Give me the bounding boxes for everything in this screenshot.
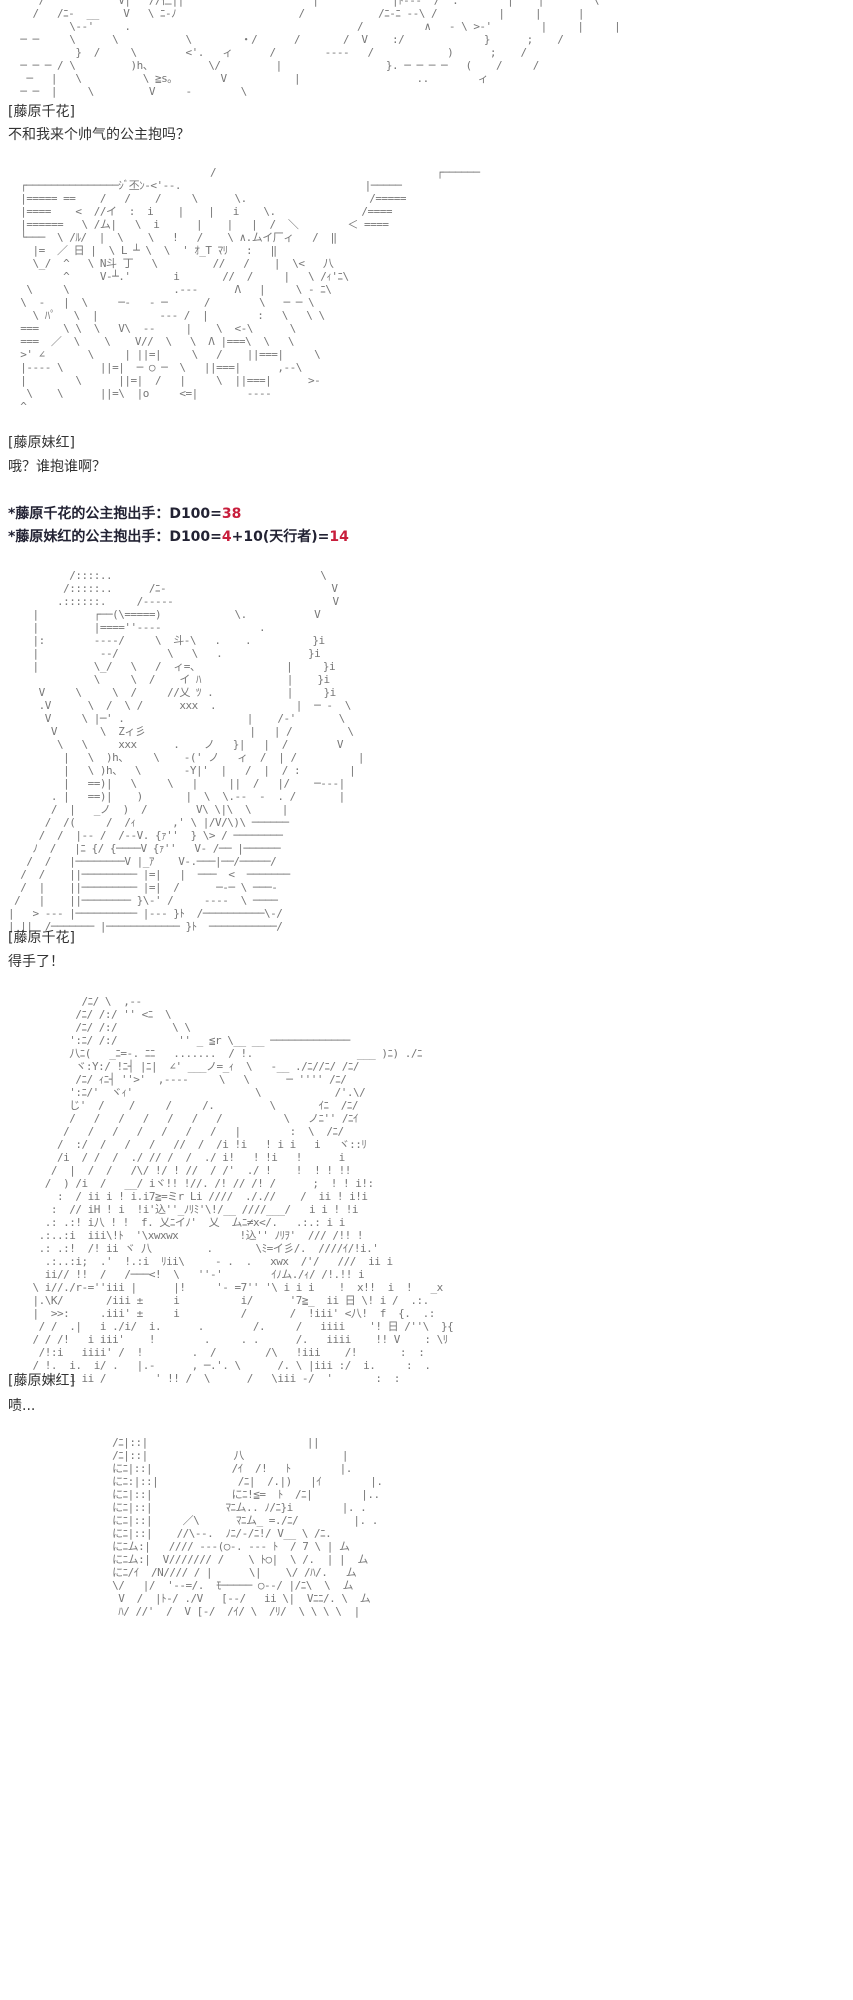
ascii-art-scene-2: / ┌────── ┌───────────────ｼﾞ丕ﾝ‐<'‐‐. |──… xyxy=(20,166,480,413)
speaker-tag: [藤原千花] xyxy=(8,104,75,120)
ascii-art-scene-4: /ﾆ/ \ ,‐‐ /ﾆ/ /:/ '' <ﾆ \ /ﾆ/ /:/ \ \ ':… xyxy=(32,995,454,1385)
dice-roll-modifier: +10(天行者)= xyxy=(231,529,330,545)
dice-roll-base: 4 xyxy=(221,529,232,545)
ascii-art-scene-1: / V| //仁|| | |ﾄ--- / : | | \ / /ﾆ- __ V … xyxy=(20,0,621,98)
dice-roll-value: 38 xyxy=(221,506,242,522)
ascii-art-scene-3: /::::.. \ /:::::.. /ﾆ- V .::::::. /‐‐‐‐‐… xyxy=(8,569,365,933)
ascii-art-scene-5: /ﾆ|::| || /ﾆ|::| 八 | にﾆ|::| /ｲ /! ﾄ |. に… xyxy=(112,1436,383,1618)
dialogue-line: 哦？谁抱谁啊？ xyxy=(8,459,106,475)
dialogue-line: 啧... xyxy=(8,1398,36,1414)
dialogue-line: 得手了！ xyxy=(8,954,64,970)
speaker-tag: [藤原妹红] xyxy=(8,1373,75,1389)
dice-roll-label: *藤原千花的公主抱出手：D100= xyxy=(8,506,222,522)
dice-roll-result: *藤原妹红的公主抱出手：D100=4+10(天行者)=14 xyxy=(8,527,349,547)
dice-roll-label: *藤原妹红的公主抱出手：D100= xyxy=(8,529,222,545)
dice-roll-total: 14 xyxy=(329,529,349,545)
speaker-tag: [藤原千花] xyxy=(8,930,75,946)
dice-roll-result: *藤原千花的公主抱出手：D100=38 xyxy=(8,504,241,524)
dialogue-line: 不和我来个帅气的公主抱吗？ xyxy=(8,127,190,143)
speaker-tag: [藤原妹红] xyxy=(8,435,75,451)
